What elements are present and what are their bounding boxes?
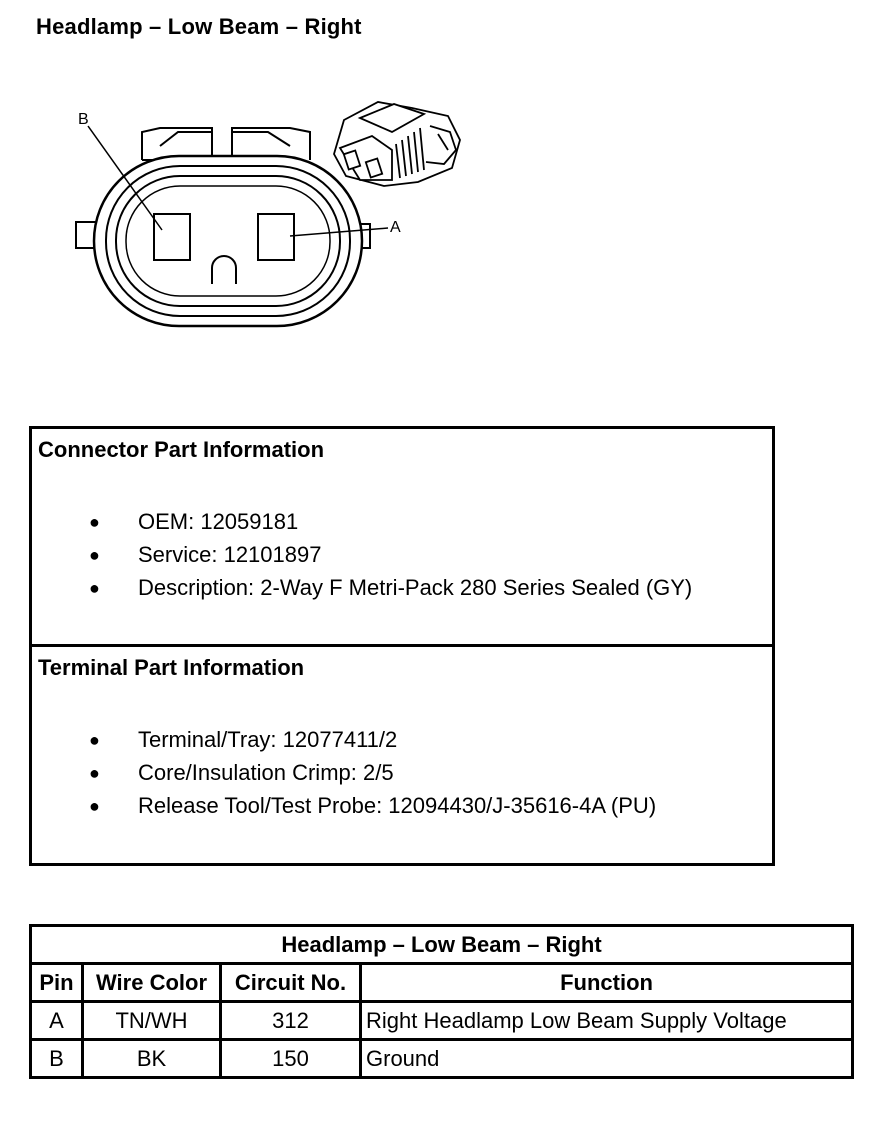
connector-part-info: Connector Part Information ● OEM: 1205918… <box>32 429 772 647</box>
cell-pin: B <box>29 1038 84 1079</box>
cell-circuit: 150 <box>219 1038 362 1079</box>
table-row: A TN/WH 312 Right Headlamp Low Beam Supp… <box>29 1000 855 1041</box>
connector-service: Service: 12101897 <box>138 542 322 567</box>
cell-function: Right Headlamp Low Beam Supply Voltage <box>358 1000 855 1041</box>
connector-info-heading: Connector Part Information <box>38 437 325 462</box>
connector-perspective-icon <box>333 101 461 187</box>
cell-circuit: 312 <box>219 1000 362 1041</box>
table-row: B BK 150 Ground <box>29 1038 855 1079</box>
pin-table-title: Headlamp – Low Beam – Right <box>28 924 855 965</box>
polarity-key <box>211 255 237 284</box>
cavity-a <box>257 213 295 261</box>
cell-wire-color: TN/WH <box>81 1000 222 1041</box>
pin-label-a: A <box>390 219 401 236</box>
latch-tab-right <box>231 127 311 160</box>
table-title-row: Headlamp – Low Beam – Right <box>28 924 855 965</box>
cell-function: Ground <box>358 1038 855 1079</box>
bullet-icon: ● <box>89 545 100 565</box>
col-header-pin: Pin <box>29 962 84 1003</box>
connector-face-diagram: B A <box>75 101 461 328</box>
pin-table: Headlamp – Low Beam – Right Pin Wire Col… <box>28 924 855 1079</box>
cell-wire-color: BK <box>81 1038 222 1079</box>
bullet-icon: ● <box>89 796 100 816</box>
cavity-b <box>153 213 191 261</box>
connector-description: Description: 2-Way F Metri-Pack 280 Seri… <box>138 575 693 600</box>
terminal-info-heading: Terminal Part Information <box>38 655 305 680</box>
terminal-tray: Terminal/Tray: 12077411/2 <box>138 727 398 752</box>
pin-label-b: B <box>78 111 89 128</box>
page-title: Headlamp – Low Beam – Right <box>36 14 362 39</box>
bullet-icon: ● <box>89 578 100 598</box>
leader-line-b <box>87 125 163 231</box>
bullet-icon: ● <box>89 512 100 532</box>
cell-pin: A <box>29 1000 84 1041</box>
connector-outer-shell <box>92 154 364 328</box>
terminal-release-tool: Release Tool/Test Probe: 12094430/J-3561… <box>138 793 657 818</box>
table-header-row: Pin Wire Color Circuit No. Function <box>29 962 855 1003</box>
terminal-crimp: Core/Insulation Crimp: 2/5 <box>138 760 394 785</box>
col-header-function: Function <box>358 962 855 1003</box>
col-header-wire-color: Wire Color <box>81 962 222 1003</box>
bullet-icon: ● <box>89 730 100 750</box>
connector-oem: OEM: 12059181 <box>138 509 299 534</box>
terminal-part-info: Terminal Part Information ● Terminal/Tray… <box>32 647 772 863</box>
bullet-icon: ● <box>89 763 100 783</box>
leader-line-a <box>289 227 389 237</box>
latch-tab-left <box>141 127 213 160</box>
col-header-circuit: Circuit No. <box>219 962 362 1003</box>
part-info-box: Connector Part Information ● OEM: 1205918… <box>29 426 775 866</box>
